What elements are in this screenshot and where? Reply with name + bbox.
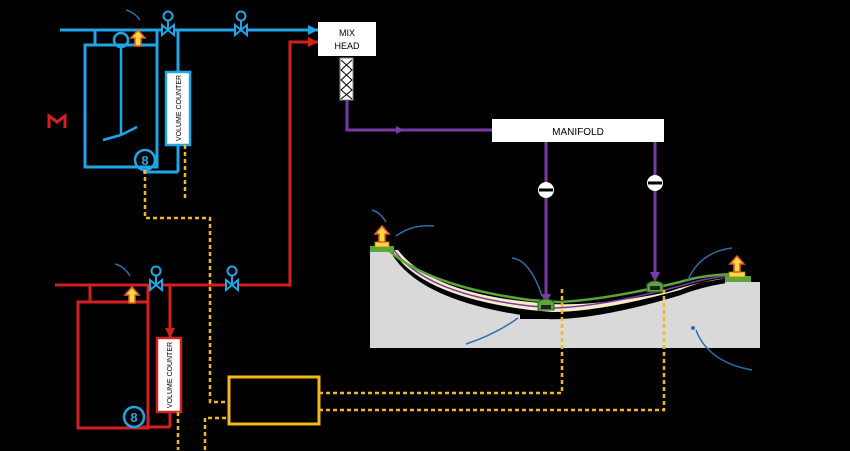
- distribution-media: [393, 249, 729, 309]
- inlet-port-right-icon: [646, 280, 664, 293]
- red-feed-line: [55, 40, 318, 287]
- leader-vent-left: [371, 209, 387, 223]
- leader-inlet-left: [511, 257, 543, 297]
- blue-vent-icon: [129, 28, 147, 47]
- inlet-port-left-icon: [537, 298, 555, 311]
- mix-head-box: [318, 22, 376, 56]
- svg-text:8: 8: [130, 410, 137, 425]
- purple-line-arrowhead: [396, 126, 404, 134]
- purple-feed-line: [345, 100, 492, 132]
- vent-port-right-icon: [725, 254, 751, 282]
- injection-lines: [544, 142, 657, 300]
- heater-icon: [47, 113, 67, 128]
- blue-volume-counter-box: [164, 70, 192, 147]
- blue-valve-1-icon: [161, 10, 175, 38]
- mold-body: [370, 252, 760, 348]
- red-leader-line: [114, 263, 131, 277]
- sensor-wiring: [143, 145, 666, 450]
- manifold-box: [492, 119, 664, 142]
- wire-controller-left: [203, 416, 229, 450]
- red-valve-2-icon: [225, 265, 239, 293]
- mold-point-dot: [691, 326, 695, 330]
- mix-head-label-line2: HEAD: [334, 41, 360, 51]
- svg-text:8: 8: [141, 153, 148, 168]
- flow-channel-strip: [520, 312, 560, 319]
- static-mixer-icon: [339, 57, 354, 101]
- wire-sensor-right: [319, 290, 666, 412]
- mold-surface-line: [390, 251, 726, 320]
- blue-pump-icon: 8: [133, 148, 157, 172]
- blue-tank: [83, 43, 159, 169]
- blue-volume-counter-label: VOLUME COUNTER: [176, 75, 183, 141]
- red-return-arrowhead: [165, 328, 175, 338]
- red-volume-counter-box: [155, 336, 183, 414]
- red-vent-icon: [123, 285, 141, 304]
- mixer-icon: [102, 31, 138, 142]
- check-valve-right-icon: [647, 175, 663, 191]
- blue-valve-2-icon: [234, 10, 248, 38]
- wire-blue-pump: [143, 170, 229, 404]
- blue-system: [60, 25, 318, 174]
- vent-port-left-icon: [370, 224, 394, 252]
- blue-leader-line: [125, 9, 141, 21]
- red-pump-icon: 8: [122, 405, 146, 429]
- leader-mold: [695, 329, 753, 371]
- injection-right-arrowhead: [650, 272, 660, 282]
- leader-channel: [465, 317, 519, 345]
- vacuum-bag: [383, 245, 741, 304]
- manifold-label: MANIFOLD: [552, 127, 604, 138]
- controller-box: [227, 375, 321, 426]
- callout-leaders: [371, 209, 753, 371]
- leader-inlet-right: [687, 247, 733, 281]
- leader-vent-left-tail: [395, 224, 435, 237]
- blue-line-arrowhead: [308, 25, 318, 35]
- red-tank: [76, 300, 150, 430]
- red-valve-1-icon: [149, 265, 163, 293]
- check-valve-left-icon: [538, 182, 554, 198]
- wire-sensor-left: [319, 287, 564, 395]
- mix-head-label-line1: MIX: [339, 28, 355, 38]
- red-line-arrowhead: [308, 37, 318, 47]
- red-volume-counter-label: VOLUME COUNTER: [167, 342, 174, 408]
